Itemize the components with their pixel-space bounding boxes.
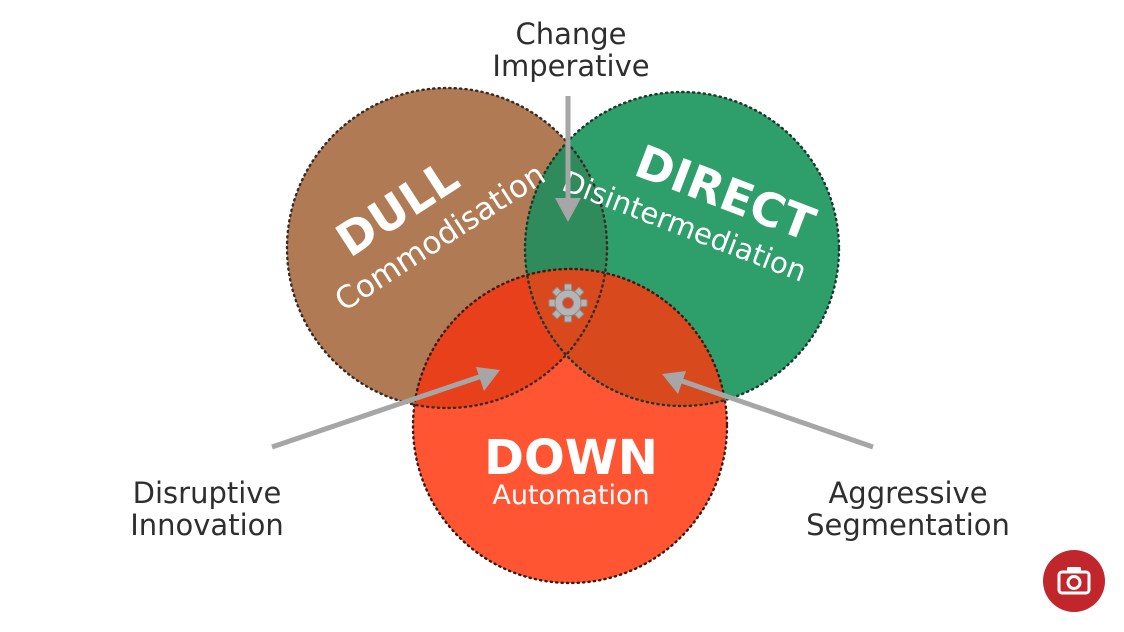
left-arrowhead <box>476 367 500 391</box>
direct-down-overlap <box>525 269 727 406</box>
gear-icon <box>548 283 588 323</box>
camera-icon <box>1057 567 1091 595</box>
callout-right-line1: Aggressive <box>828 476 987 510</box>
arrows <box>271 96 874 450</box>
down-title: DOWN <box>484 430 658 486</box>
right-arrow <box>678 377 874 450</box>
left-arrow <box>271 373 483 450</box>
dull-down-overlap <box>413 269 607 408</box>
callout-right-line2: Segmentation <box>806 508 1010 542</box>
direct-outline <box>523 90 841 408</box>
right-arrowhead <box>662 371 686 394</box>
callout-left-line2: Innovation <box>130 508 284 542</box>
callout-left-line1: Disruptive <box>133 476 282 510</box>
dull-outline <box>285 86 609 410</box>
camera-button[interactable] <box>1043 550 1105 612</box>
top-arrowhead <box>555 198 581 222</box>
down-subtitle: Automation <box>492 480 649 511</box>
down-outline <box>411 267 729 585</box>
callout-top-line1: Change <box>515 17 626 51</box>
callout-top-line2: Imperative <box>492 49 649 83</box>
